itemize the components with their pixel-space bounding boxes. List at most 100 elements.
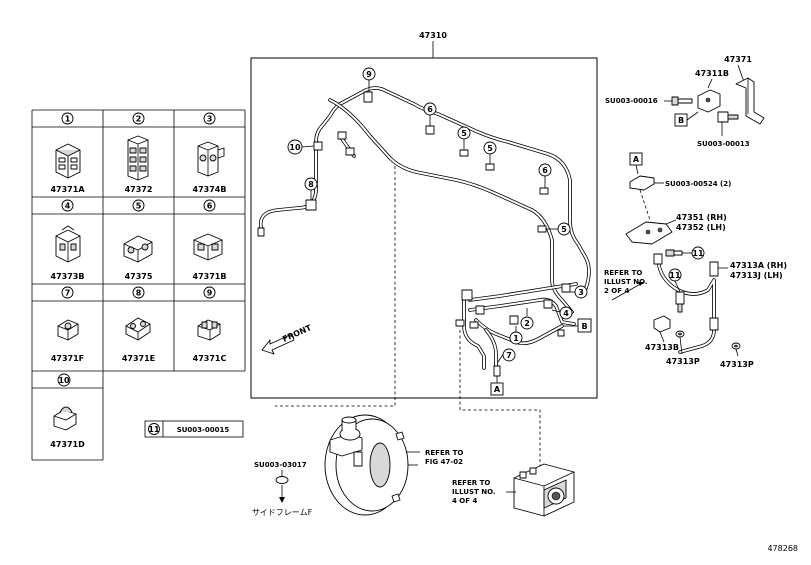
tube-callouts: 9 6 5 5 10 8 6 5 3 [287, 67, 588, 363]
bracket-47313b-icon [653, 315, 671, 333]
callout-number: 9 [366, 70, 372, 79]
callout-number: 6 [542, 166, 548, 175]
part-47351: 47351 (RH) [676, 213, 727, 222]
grid-cell-index: 7 [65, 289, 71, 298]
callout-number: 1 [513, 334, 519, 343]
part-47313j: 47313J (LH) [730, 271, 783, 280]
front-label: FRONT [281, 323, 313, 344]
abs-actuator-icon [513, 463, 575, 517]
marker-label: B [678, 116, 684, 125]
part-47371: 47371 [724, 55, 752, 64]
grid-cell-7: 7 47371F [51, 286, 84, 363]
clamp-47371e-icon [125, 317, 151, 341]
brake-hose-icon [653, 253, 719, 354]
abs-actuator-group: REFER TO ILLUST NO. 4 OF 4 [452, 463, 575, 517]
washer-2-icon [731, 342, 741, 350]
assembly-number: 47310 [419, 31, 447, 40]
down-arrow-icon [279, 497, 285, 503]
grid-part-number: 47371A [50, 185, 85, 194]
figure-code: 478268 [767, 544, 798, 553]
grid-cell-2: 2 47372 [125, 112, 153, 194]
side-frame-label: サイドフレームF [252, 508, 313, 517]
grid-part-number: 47373B [51, 272, 85, 281]
clamp-47371c-icon [197, 319, 221, 341]
callout-number: 6 [427, 105, 433, 114]
bolt-a: SU003-00016 [605, 97, 658, 105]
clamp-47373b-icon [55, 225, 81, 263]
grid-cell-6: 6 47371B [193, 199, 227, 281]
marker-label: A [494, 385, 501, 394]
callout-number: 10 [289, 143, 301, 152]
bolt-b: SU003-00013 [697, 140, 750, 148]
marker-label: B [581, 322, 587, 331]
refer-arrow-icon [611, 281, 645, 301]
grid-cell-4: 4 47373B [51, 199, 85, 281]
callout-number: 4 [563, 309, 569, 318]
grid-cell-5: 5 47375 [123, 199, 153, 281]
grid-cell-10: 10 47371D [50, 373, 85, 449]
right-parts: 47371 47311B SU003-00016 B [604, 55, 787, 369]
legend-index: 11 [148, 425, 160, 434]
grid-cell-8: 8 47371E [122, 286, 155, 363]
clip-a-icon [629, 175, 655, 191]
refer-fig-line2: FIG 47-02 [425, 458, 463, 466]
grid-cell-index: 4 [65, 202, 71, 211]
grid-part-number: 47375 [125, 272, 153, 281]
bolt-a-icon [671, 96, 693, 106]
main-assembly: 47310 [250, 31, 598, 470]
grid-part-number: 47372 [125, 185, 153, 194]
grid-part-number: 47371C [193, 354, 227, 363]
refer-2of4-line1: REFER TO [604, 269, 642, 277]
legend-11: 11 SU003-00015 [144, 420, 244, 438]
bracket-47371-icon [735, 77, 765, 125]
marker-a-bottom: A [490, 376, 504, 396]
clamp-47372-icon [127, 135, 149, 181]
part-47352: 47352 (LH) [676, 223, 726, 232]
refer-fig-line1: REFER TO [425, 449, 463, 457]
bolt-11b-icon [675, 291, 685, 313]
clamp-47371a-icon [55, 143, 81, 179]
clamp-47371b-icon [193, 233, 223, 261]
grid-part-number: 47371B [193, 272, 227, 281]
grid-part-number: 47371F [51, 354, 84, 363]
grid-cell-index: 2 [136, 115, 142, 124]
clamp-grid: 1 47371A 2 47372 3 [31, 109, 246, 461]
callout-number: 5 [487, 144, 493, 153]
grid-cell-index: 10 [58, 376, 70, 385]
callout-11a: 11 [692, 249, 704, 258]
plug-icon [275, 476, 289, 484]
marker-a-right: A [629, 152, 643, 175]
grid-part-number: 47371E [122, 354, 155, 363]
brake-booster-icon [324, 414, 418, 516]
refer-4of4-line1: REFER TO [452, 479, 490, 487]
marker-label: A [633, 155, 640, 164]
grid-part-number: 47374B [193, 185, 227, 194]
grid-cell-index: 5 [136, 202, 142, 211]
brake-booster-group: REFER TO FIG 47-02 SU003-03017 サイドフレームF [252, 414, 463, 517]
plug-part: SU003-03017 [254, 461, 307, 469]
part-47311b: 47311B [695, 69, 729, 78]
marker-b-right: B [674, 111, 699, 127]
part-47313p-2: 47313P [720, 360, 754, 369]
part-47313b: 47313B [645, 343, 679, 352]
bolt-c: SU003-00524 (2) [665, 180, 731, 188]
grid-cell-index: 9 [207, 289, 213, 298]
grid-cell-1: 1 47371A [50, 112, 85, 194]
grid-cell-index: 6 [207, 202, 213, 211]
callout-number: 3 [578, 288, 584, 297]
callout-11b: 11 [669, 271, 681, 280]
bracket-47351-icon [625, 221, 673, 245]
callout-number: 8 [308, 180, 314, 189]
callout-number: 2 [524, 319, 530, 328]
refer-4of4-line3: 4 OF 4 [452, 497, 477, 505]
clamp-47375-icon [123, 235, 153, 263]
washer-1-icon [675, 330, 685, 338]
callout-number: 5 [461, 129, 467, 138]
grid-cell-9: 9 47371C [193, 286, 227, 363]
clamp-47374b-icon [197, 141, 225, 177]
grid-cell-index: 8 [136, 289, 142, 298]
part-47313p-1: 47313P [666, 357, 700, 366]
union-bolt-icon [665, 249, 683, 257]
